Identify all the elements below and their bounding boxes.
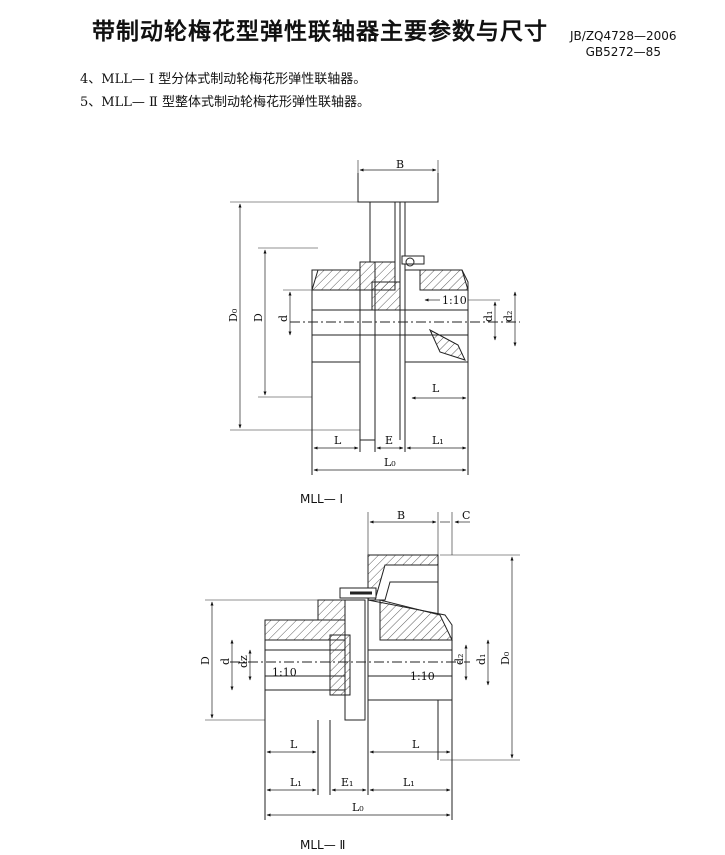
dim-l-right: L [432,382,440,395]
dim-d1: d₁ [482,311,495,322]
dim-l1: L₁ [432,434,444,447]
dim-d-2: d [219,658,232,665]
dim-b: B [396,158,404,171]
dim-l0-2: L₀ [352,801,364,814]
dim-e: E [385,434,393,447]
figure-mll-2 [205,512,520,820]
dim-l-left-2: L [290,738,298,751]
dim-l-right-2: L [412,738,420,751]
dim-d: d [277,315,290,322]
standard-codes: JB/ZQ4728—2006 GB5272—85 [570,28,677,60]
caption-mll-1: MLL— Ⅰ [300,492,344,506]
dim-l: L [334,434,342,447]
dim-l0: L₀ [384,456,396,469]
standard-code-1: JB/ZQ4728—2006 [570,29,677,43]
figure-mll-1-labels: B D₀ D d d₁ d₂ 1:10 L L E L₁ L₀ [227,158,515,469]
dim-c: C [462,509,470,522]
dim-d2-2: d₂ [453,654,466,665]
figure-mll-2-labels: B C D₀ d₁ d₂ D d dz 1:10 1:10 L L L₁ E₁ … [199,509,512,814]
dim-l1-left: L₁ [290,776,302,789]
dim-d2: d₂ [502,311,515,322]
dim-d0: D₀ [227,308,240,322]
dim-d-big: D [252,313,265,322]
standard-code-2: GB5272—85 [585,45,661,59]
note-4: 4、MLL— Ⅰ 型分体式制动轮梅花形弹性联轴器。 [80,72,367,87]
dim-b-2: B [397,509,405,522]
caption-mll-2: MLL— Ⅱ [300,838,346,852]
dim-l1-right: L₁ [403,776,415,789]
dim-d0-2: D₀ [499,651,512,665]
taper-left: 1:10 [272,666,297,679]
dim-dz: dz [237,655,250,668]
note-5: 5、MLL— Ⅱ 型整体式制动轮梅花形弹性联轴器。 [80,95,370,110]
dim-e1: E₁ [341,776,353,789]
figure-mll-1 [230,160,520,475]
taper-right: 1:10 [410,670,435,683]
taper-ratio: 1:10 [442,294,467,307]
page-title: 带制动轮梅花型弹性联轴器主要参数与尺寸 [92,18,548,45]
dim-d1-2: d₁ [475,654,488,665]
dim-d-big-2: D [199,656,212,665]
